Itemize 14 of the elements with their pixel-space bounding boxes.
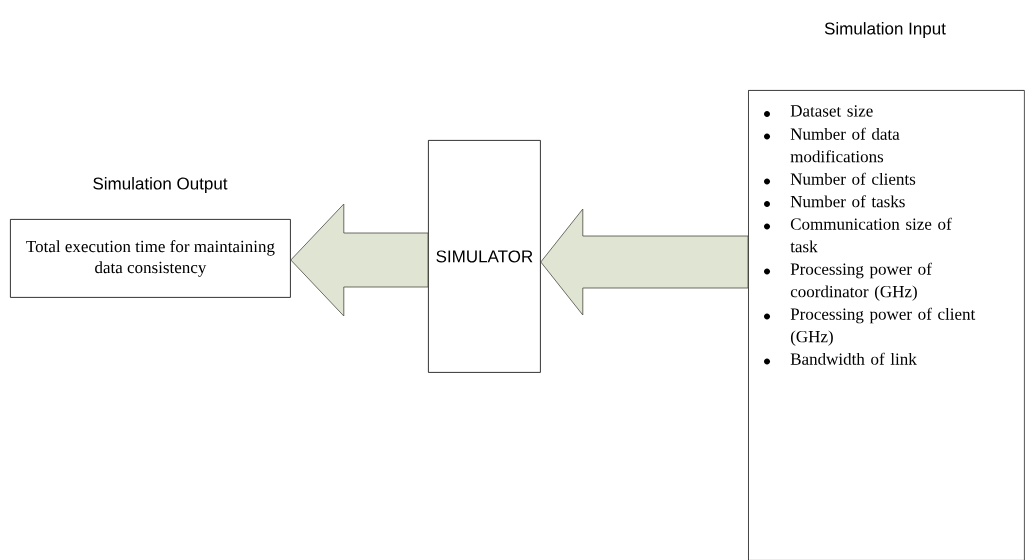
block-arrow xyxy=(290,203,429,317)
bullet-item: Number of tasks xyxy=(764,195,905,208)
bullet-item: Number of data modifications xyxy=(764,127,900,163)
block-arrow xyxy=(540,208,749,316)
bullet-item: Processing power of client (GHz) xyxy=(764,307,976,346)
output-text: Total execution time for maintaining data consistency xyxy=(26,240,275,277)
bullet-item: Number of clients xyxy=(764,172,916,185)
bullet-item: Communication size of task xyxy=(764,217,952,253)
bullet-item: Processing power of coordinator (GHz) xyxy=(764,262,932,301)
heading: Simulation Input xyxy=(824,22,946,38)
process-box: SIMULATOR xyxy=(428,140,541,373)
bullet-item: Dataset size xyxy=(764,105,873,117)
heading: Simulation Output xyxy=(93,177,228,193)
bullet-item: Bandwidth of link xyxy=(764,352,917,365)
